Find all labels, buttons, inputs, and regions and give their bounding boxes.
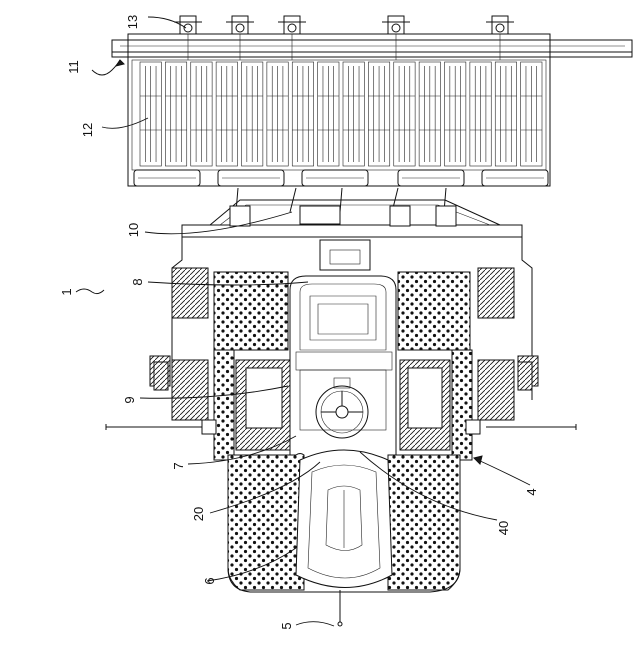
left-front-wheel-housing — [172, 360, 208, 420]
label-1: 1 — [59, 288, 74, 295]
right-front-step — [388, 455, 460, 590]
right-rear-step — [398, 272, 470, 350]
label-20: 20 — [191, 507, 206, 521]
label-7: 7 — [171, 462, 186, 469]
body-chassis — [106, 268, 576, 626]
left-rear-wheel-housing — [172, 268, 208, 318]
label-11: 11 — [66, 60, 81, 74]
floats — [134, 170, 548, 186]
label-13: 13 — [125, 15, 140, 29]
left-front-step — [228, 454, 304, 591]
center-hood-frame — [290, 276, 396, 460]
label-4: 4 — [524, 488, 539, 495]
label-5: 5 — [279, 622, 294, 629]
planting-unit — [112, 16, 632, 186]
label-10: 10 — [126, 223, 141, 237]
label-40: 40 — [496, 521, 511, 535]
right-front-wheel-housing — [478, 360, 514, 420]
label-12: 12 — [80, 123, 95, 137]
label-8: 8 — [130, 278, 145, 285]
label-6: 6 — [202, 577, 217, 584]
right-rear-wheel-housing — [478, 268, 514, 318]
label-9: 9 — [122, 396, 137, 403]
hitch-assembly — [320, 240, 370, 270]
seedling-mats — [140, 62, 542, 166]
